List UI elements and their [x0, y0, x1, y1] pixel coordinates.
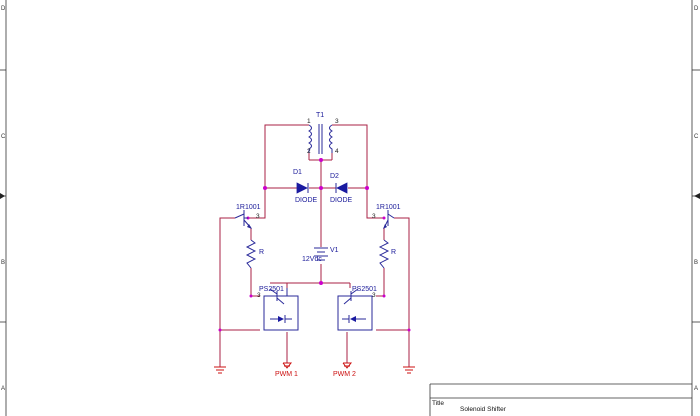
zone-label-right-d: D [694, 6, 699, 12]
battery-v1: V1 12Vdc [302, 247, 339, 263]
title-block: Title Solenoid Shifter [429, 383, 692, 416]
resistor-right: R [378, 239, 396, 269]
optocoupler-right-pin: 3 [372, 292, 376, 299]
wires [219, 124, 410, 367]
pwm1-net-label: PWM 1 [275, 371, 298, 378]
battery-value: 12Vdc [302, 256, 322, 263]
resistor-left: R [245, 239, 264, 269]
pwm2-flag-icon [342, 362, 353, 369]
transistor-right-pin: 3 [372, 213, 376, 220]
zone-label-right-c: C [694, 134, 699, 140]
transistor-left-pin: 3 [256, 213, 260, 220]
pwm1-flag-icon [282, 362, 293, 369]
transformer-ref: T1 [316, 112, 324, 119]
diode-d1: D1 DIODE [293, 169, 318, 204]
title-value: Solenoid Shifter [460, 406, 507, 413]
diode-d2-value: DIODE [330, 197, 353, 204]
zone-label-left-c: C [1, 134, 6, 140]
resistor-right-value: R [391, 249, 396, 256]
transformer-pin-3: 3 [335, 118, 339, 125]
zone-label-left-a: A [1, 386, 5, 392]
optocoupler-left: PS2501 3 [257, 286, 299, 331]
resistor-left-value: R [259, 249, 264, 256]
optocoupler-left-pin: 3 [257, 292, 261, 299]
diode-d2: D2 DIODE [330, 173, 353, 204]
junctions [218, 158, 411, 332]
transistor-right-ref: 1R1001 [376, 204, 401, 211]
transistor-left-ref: 1R1001 [236, 204, 261, 211]
optocoupler-left-ref: PS2501 [259, 286, 284, 293]
ground-right-icon [403, 366, 415, 374]
ground-left-icon [214, 366, 226, 374]
zone-label-right-b: B [694, 260, 698, 266]
transformer-t1: T1 1 2 3 4 [307, 112, 339, 155]
transistor-left: 1R1001 3 [234, 204, 261, 229]
transformer-pin-2: 2 [307, 148, 311, 155]
optocoupler-right: PS2501 3 [337, 286, 377, 331]
pwm2-net-label: PWM 2 [333, 371, 356, 378]
diode-d1-value: DIODE [295, 197, 318, 204]
zone-label-right-a: A [694, 386, 698, 392]
transformer-pin-4: 4 [335, 148, 339, 155]
title-label: Title [432, 400, 444, 407]
zone-label-left-d: D [1, 6, 6, 12]
diode-d1-ref: D1 [293, 169, 302, 176]
diode-d2-ref: D2 [330, 173, 339, 180]
zone-label-left-b: B [1, 260, 5, 266]
transformer-pin-1: 1 [307, 118, 311, 125]
battery-ref: V1 [330, 247, 339, 254]
optocoupler-right-ref: PS2501 [352, 286, 377, 293]
transistor-right: 1R1001 3 [372, 204, 401, 229]
